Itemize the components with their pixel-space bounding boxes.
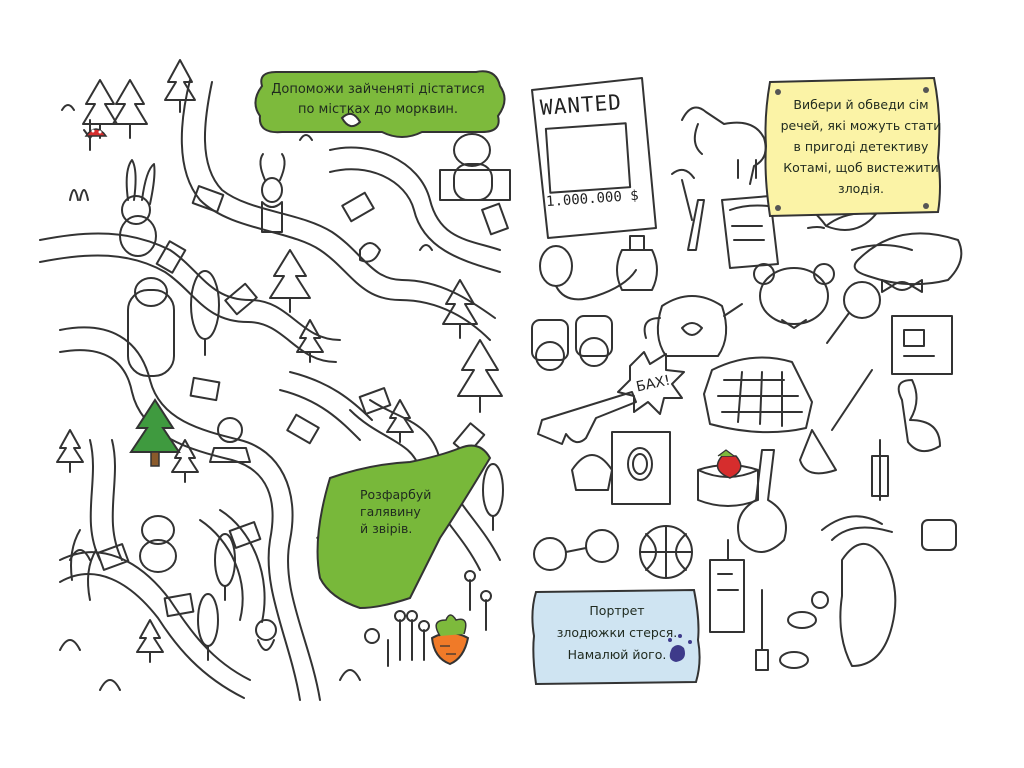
strawberry-shape: [716, 455, 742, 479]
meadow-instruction-line1: Розфарбуй: [360, 487, 432, 502]
maze-instruction-line1: Допоможи зайченяті дістатися: [271, 82, 485, 97]
detective-task-note: Вибери й обведи сім речей, які можуть ст…: [772, 88, 950, 200]
task-note-line2: речей, які можуть стати: [780, 118, 942, 133]
portrait-note-line3: Намалюй його.: [567, 647, 667, 662]
maze-illustration: [39, 59, 511, 701]
meadow-coloring-instruction: Розфарбуй галявину й звірів.: [360, 486, 450, 537]
yellow-note-shape: [764, 76, 941, 218]
meadow-shape: [316, 444, 492, 610]
detective-items-illustration: [531, 76, 963, 686]
task-note-line4: Котамі, щоб вистежити: [783, 160, 939, 175]
task-note-line5: злодія.: [838, 181, 884, 196]
meadow-instruction-line3: й звірів.: [360, 521, 413, 536]
left-page-forest-maze: Допоможи зайченяті дістатися по містках …: [39, 59, 511, 701]
task-note-line3: в пригоді детективу: [793, 139, 929, 154]
portrait-note-line2: злодюжки стерся.: [556, 625, 678, 640]
maze-instruction-line2: по містках до морквин.: [297, 102, 459, 117]
carrot-shape: [430, 632, 470, 666]
blue-note-shape: [531, 588, 701, 686]
maze-instruction-banner: Допоможи зайченяті дістатися по містках …: [258, 74, 498, 132]
wanted-poster-shape: [531, 77, 657, 239]
meadow-instruction-line2: галявину: [360, 504, 421, 519]
portrait-task-note: Портрет злодюжки стерся. Намалюй його.: [540, 596, 694, 674]
portrait-note-line1: Портрет: [589, 603, 645, 618]
banner-cloud-shape: [254, 70, 506, 138]
task-note-line1: Вибери й обведи сім: [793, 97, 929, 112]
right-page-detective-items: WANTED 1.000.000 $ БАХ! Вибери й обведи …: [512, 0, 1024, 768]
